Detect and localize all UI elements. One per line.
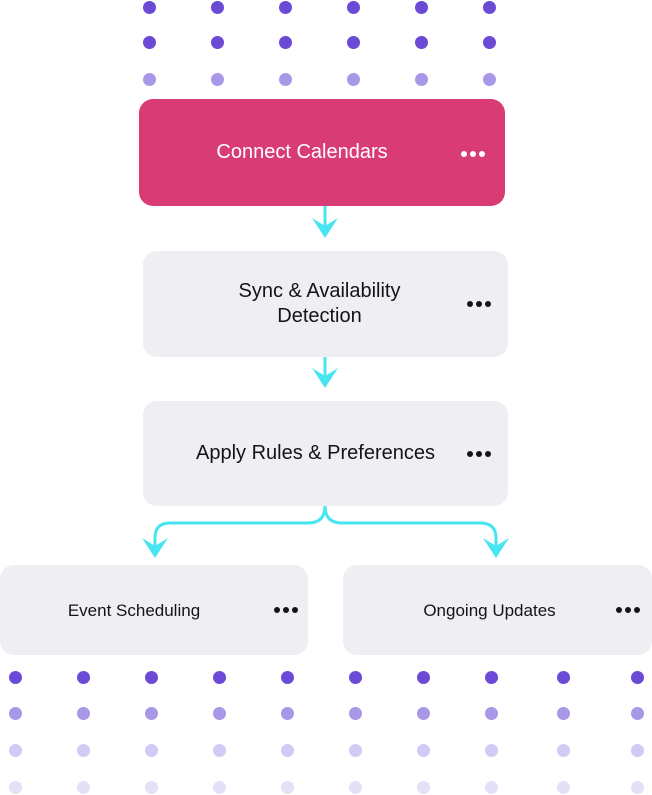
more-horizontal-icon[interactable] xyxy=(461,151,485,157)
decorative-dot xyxy=(556,743,570,757)
decorative-dot xyxy=(556,706,570,720)
more-horizontal-icon[interactable] xyxy=(274,607,298,613)
decorative-dot xyxy=(76,670,90,684)
decorative-dot xyxy=(144,706,158,720)
decorative-dot xyxy=(556,670,570,684)
decorative-dot xyxy=(556,780,570,794)
decorative-dot xyxy=(142,35,156,49)
decorative-dot xyxy=(8,706,22,720)
decorative-dot xyxy=(416,706,430,720)
decorative-dot xyxy=(416,743,430,757)
decorative-dot xyxy=(482,0,496,14)
decorative-dot xyxy=(414,0,428,14)
node-sync-availability[interactable]: Sync & Availability Detection xyxy=(143,251,508,357)
decorative-dot xyxy=(212,706,226,720)
node-event-scheduling[interactable]: Event Scheduling xyxy=(0,565,308,655)
node-ongoing-updates[interactable]: Ongoing Updates xyxy=(343,565,652,655)
decorative-dot xyxy=(278,72,292,86)
decorative-dot xyxy=(416,670,430,684)
node-ongoing-updates-label: Ongoing Updates xyxy=(423,600,556,620)
decorative-dot xyxy=(280,780,294,794)
decorative-dot xyxy=(8,780,22,794)
decorative-dot xyxy=(212,670,226,684)
decorative-dot xyxy=(210,35,224,49)
decorative-dot xyxy=(414,35,428,49)
decorative-dot xyxy=(348,706,362,720)
decorative-dot xyxy=(8,670,22,684)
decorative-dot xyxy=(630,706,644,720)
node-sync-label-line2: Detection xyxy=(277,305,362,327)
decorative-dot xyxy=(484,743,498,757)
decorative-dot xyxy=(346,35,360,49)
decorative-dot xyxy=(210,72,224,86)
decorative-dot xyxy=(348,743,362,757)
decorative-dot xyxy=(212,780,226,794)
decorative-dot xyxy=(8,743,22,757)
more-horizontal-icon[interactable] xyxy=(616,607,640,613)
decorative-dot xyxy=(414,72,428,86)
edge-rules-to-scheduling xyxy=(142,504,327,558)
node-sync-label-line1: Sync & Availability xyxy=(238,280,401,302)
decorative-dot xyxy=(484,670,498,684)
decorative-dot xyxy=(346,0,360,14)
decorative-dot xyxy=(144,670,158,684)
node-connect-calendars-label: Connect Calendars xyxy=(216,141,388,163)
node-connect-calendars[interactable]: Connect Calendars xyxy=(139,99,505,206)
decorative-dot xyxy=(482,35,496,49)
decorative-dot xyxy=(482,72,496,86)
decorative-dot xyxy=(76,780,90,794)
decorative-dot xyxy=(210,0,224,14)
decorative-dot xyxy=(348,670,362,684)
more-horizontal-icon[interactable] xyxy=(467,301,491,307)
node-sync-availability-label: Sync & Availability Detection xyxy=(239,279,401,329)
decorative-dot xyxy=(348,780,362,794)
decorative-dot xyxy=(346,72,360,86)
decorative-dot xyxy=(144,743,158,757)
decorative-dot xyxy=(630,670,644,684)
decorative-dot xyxy=(416,780,430,794)
decorative-dot xyxy=(76,743,90,757)
decorative-dot xyxy=(278,35,292,49)
node-apply-rules-label: Apply Rules & Preferences xyxy=(195,442,435,464)
decorative-dot xyxy=(484,706,498,720)
decorative-dot xyxy=(212,743,226,757)
node-apply-rules[interactable]: Apply Rules & Preferences xyxy=(143,401,508,506)
decorative-dot xyxy=(76,706,90,720)
decorative-dot xyxy=(630,780,644,794)
decorative-dot xyxy=(142,72,156,86)
more-horizontal-icon[interactable] xyxy=(467,451,491,457)
decorative-dot xyxy=(280,670,294,684)
node-event-scheduling-label: Event Scheduling xyxy=(67,600,201,620)
decorative-dot xyxy=(280,706,294,720)
edge-connect-to-sync xyxy=(312,204,338,238)
decorative-dot xyxy=(630,743,644,757)
edge-rules-to-updates xyxy=(323,504,509,558)
edge-sync-to-rules xyxy=(312,355,338,388)
decorative-dot xyxy=(280,743,294,757)
decorative-dot xyxy=(142,0,156,14)
decorative-dot xyxy=(144,780,158,794)
decorative-dot xyxy=(278,0,292,14)
decorative-dot xyxy=(484,780,498,794)
